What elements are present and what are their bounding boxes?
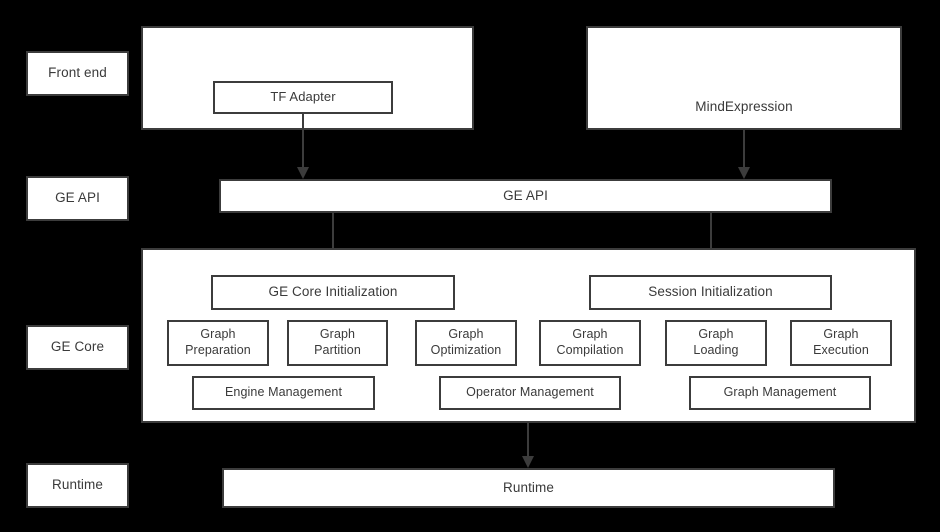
session-initialization-label: Session Initialization (648, 284, 773, 300)
ge-core-initialization-box: GE Core Initialization (211, 275, 455, 310)
layer-label-ge-core: GE Core (26, 325, 129, 370)
ge-api-bar: GE API (219, 179, 832, 213)
mindexpression-panel: MindExpression (586, 26, 902, 130)
layer-label-front-end-text: Front end (48, 65, 107, 81)
operator-management-label: Operator Management (466, 385, 594, 400)
layer-label-runtime: Runtime (26, 463, 129, 508)
operator-management-box: Operator Management (439, 376, 621, 410)
engine-management-box: Engine Management (192, 376, 375, 410)
mindexpression-label: MindExpression (695, 99, 793, 114)
layer-label-ge-api-text: GE API (55, 190, 100, 206)
layer-label-runtime-text: Runtime (52, 477, 103, 493)
engine-management-label: Engine Management (224, 385, 343, 400)
graph-management-box: Graph Management (689, 376, 871, 410)
runtime-bar: Runtime (222, 468, 835, 508)
layer-label-ge-api: GE API (26, 176, 129, 221)
layer-label-front-end: Front end (26, 51, 129, 96)
tensorflow-panel: Tensorflow (141, 26, 474, 130)
layer-label-ge-core-text: GE Core (50, 339, 105, 355)
session-initialization-box: Session Initialization (589, 275, 832, 310)
ge-api-bar-label: GE API (503, 187, 548, 203)
tf-adapter-label: TF Adapter (270, 89, 336, 105)
runtime-bar-label: Runtime (503, 479, 554, 495)
ge-core-initialization-label: GE Core Initialization (268, 284, 398, 300)
tf-adapter-box: TF Adapter (213, 81, 393, 114)
graph-management-label: Graph Management (723, 385, 837, 400)
